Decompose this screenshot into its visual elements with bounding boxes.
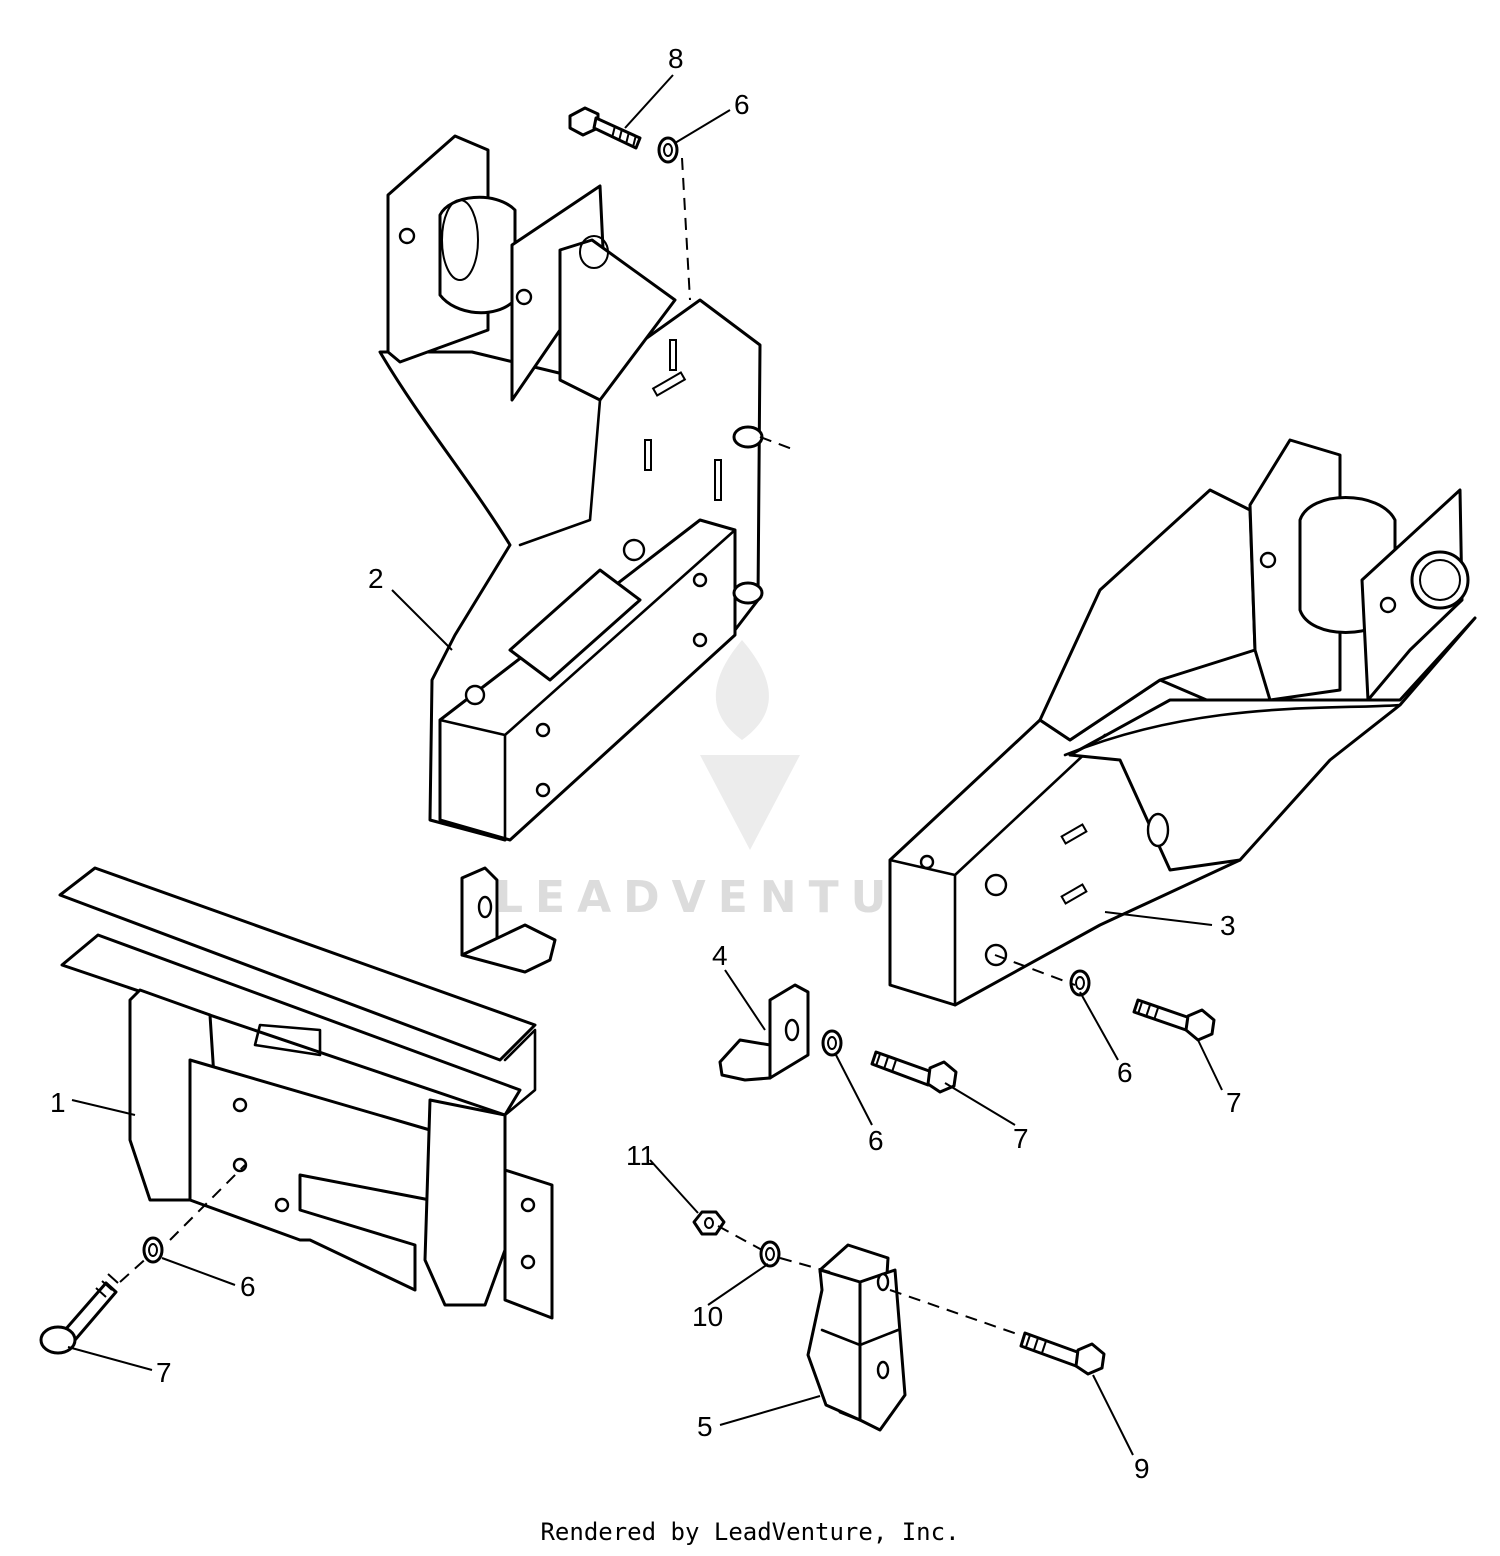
callout-7: 7 — [1013, 1123, 1029, 1154]
washer-10 — [759, 1240, 781, 1268]
washer-6-right — [1069, 969, 1091, 997]
callout-6: 6 — [868, 1125, 884, 1156]
part-5-tube-bracket — [806, 1243, 907, 1432]
washer-6-lower — [142, 1236, 164, 1264]
callout-6: 6 — [734, 89, 750, 120]
footer-credit: Rendered by LeadVenture, Inc. — [540, 1518, 960, 1546]
part-3-mount-bracket — [888, 438, 1477, 1007]
bolt-8 — [568, 106, 642, 150]
callout-7: 7 — [1226, 1087, 1242, 1118]
bolt-7-mid — [870, 1050, 958, 1094]
callout-7: 7 — [156, 1357, 172, 1388]
exploded-parts-diagram: LEADVENTURE — [39, 43, 1477, 1484]
callouts: 8 6 2 3 4 6 7 6 7 1 11 6 10 7 5 9 — [50, 43, 1242, 1484]
callout-10: 10 — [692, 1301, 723, 1332]
bolt-9 — [1019, 1331, 1106, 1376]
callout-4: 4 — [712, 940, 728, 971]
carriage-bolt-7 — [39, 1273, 119, 1355]
callout-8: 8 — [668, 43, 684, 74]
angle-clip-upper — [460, 866, 557, 974]
callout-6: 6 — [240, 1271, 256, 1302]
callout-6: 6 — [1117, 1057, 1133, 1088]
callout-11: 11 — [626, 1140, 655, 1171]
callout-2: 2 — [368, 563, 384, 594]
part-1-mount-bracket — [58, 866, 554, 1320]
callout-3: 3 — [1220, 910, 1236, 941]
callout-9: 9 — [1134, 1453, 1150, 1484]
washer-6-mid — [821, 1029, 843, 1057]
callout-5: 5 — [697, 1411, 713, 1442]
bolt-7-right — [1132, 998, 1216, 1042]
washer-6-top — [657, 136, 679, 164]
assembly-lines — [119, 157, 1076, 1336]
callout-1: 1 — [50, 1087, 66, 1118]
leader-lines — [67, 74, 1223, 1456]
nut-11 — [692, 1210, 726, 1236]
part-4-angle-clip — [718, 983, 810, 1082]
part-2-mount-bracket — [378, 134, 764, 842]
